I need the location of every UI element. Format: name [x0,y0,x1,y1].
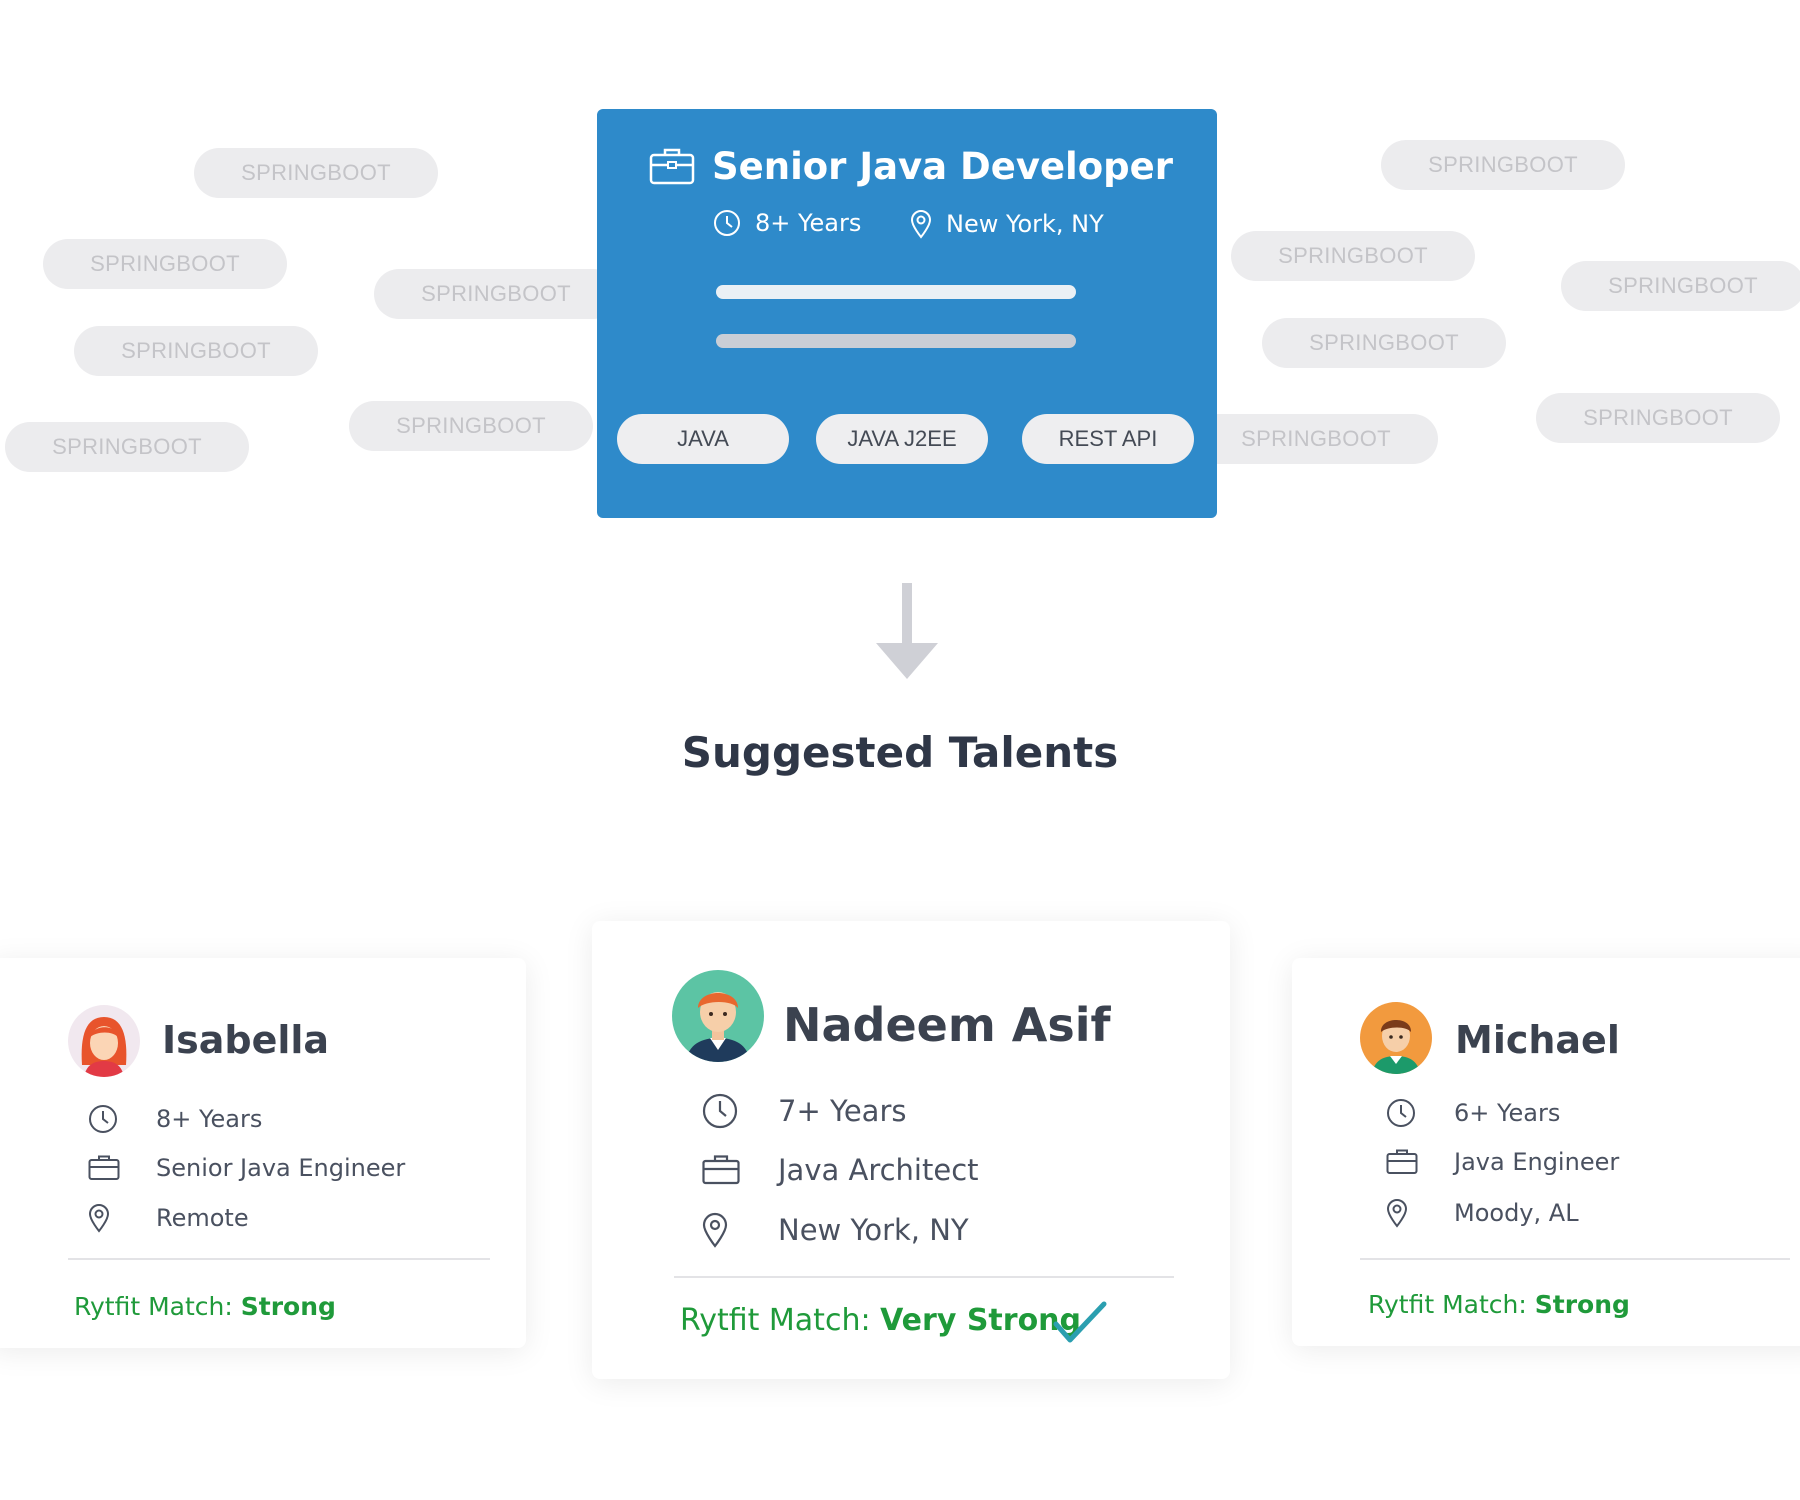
job-title: Senior Java Developer [712,145,1173,188]
match-score: Rytfit Match: Strong [1368,1290,1630,1319]
talent-experience: 8+ Years [88,1104,262,1134]
talent-card[interactable]: Michael 6+ Years Java Engineer Moody, AL… [1292,958,1800,1346]
divider [68,1258,490,1260]
skill-tag[interactable]: JAVA [617,414,789,464]
talent-experience: 7+ Years [702,1093,906,1129]
description-placeholder-line [716,285,1076,299]
location-pin-icon [1386,1198,1446,1228]
briefcase-icon [88,1155,148,1181]
talent-name: Nadeem Asif [783,998,1111,1052]
match-score: Rytfit Match: Strong [74,1292,336,1321]
clock-icon [88,1104,148,1134]
job-card[interactable]: Senior Java Developer 8+ Years New York,… [597,109,1217,518]
clock-icon [1386,1098,1446,1128]
job-experience: 8+ Years [713,209,861,237]
background-tag: SPRINGBOOT [1194,414,1438,464]
clock-icon [702,1093,776,1129]
divider [1360,1258,1790,1260]
clock-icon [714,210,740,236]
location-pin-icon [910,210,932,239]
briefcase-icon [649,148,695,185]
background-tag: SPRINGBOOT [74,326,318,376]
talent-card[interactable]: Nadeem Asif 7+ Years Java Architect New … [592,921,1230,1379]
background-tag: SPRINGBOOT [1536,393,1780,443]
background-tag: SPRINGBOOT [43,239,287,289]
background-tag: SPRINGBOOT [1231,231,1475,281]
background-tag: SPRINGBOOT [1561,261,1800,311]
location-pin-icon [702,1212,776,1248]
skill-tag[interactable]: JAVA J2EE [816,414,988,464]
talent-role: Senior Java Engineer [88,1154,405,1182]
talent-name: Isabella [162,1018,330,1062]
talent-card[interactable]: Isabella 8+ Years Senior Java Engineer R… [0,958,526,1348]
talent-role: Java Engineer [1386,1148,1619,1176]
background-tag: SPRINGBOOT [1381,140,1625,190]
avatar [1360,1002,1432,1074]
background-tag: SPRINGBOOT [5,422,249,472]
location-pin-icon [88,1203,148,1233]
avatar [68,1005,140,1077]
talent-experience: 6+ Years [1386,1098,1560,1128]
background-tag: SPRINGBOOT [349,401,593,451]
match-score: Rytfit Match: Very Strong [680,1303,1082,1338]
briefcase-icon [702,1155,776,1185]
job-location: New York, NY [910,209,1104,239]
description-placeholder-line [716,334,1076,348]
divider [674,1276,1174,1278]
arrow-down-icon [876,583,938,679]
skill-tag[interactable]: REST API [1022,414,1194,464]
background-tag: SPRINGBOOT [1262,318,1506,368]
checkmark-icon [1053,1301,1107,1343]
talent-location: New York, NY [702,1212,969,1248]
background-tag: SPRINGBOOT [374,269,618,319]
talent-location: Remote [88,1203,249,1233]
talent-name: Michael [1455,1018,1620,1062]
background-tag: SPRINGBOOT [194,148,438,198]
section-title: Suggested Talents [681,728,1119,777]
briefcase-icon [1386,1149,1446,1175]
talent-location: Moody, AL [1386,1198,1579,1228]
avatar [672,970,764,1062]
talent-role: Java Architect [702,1153,979,1187]
